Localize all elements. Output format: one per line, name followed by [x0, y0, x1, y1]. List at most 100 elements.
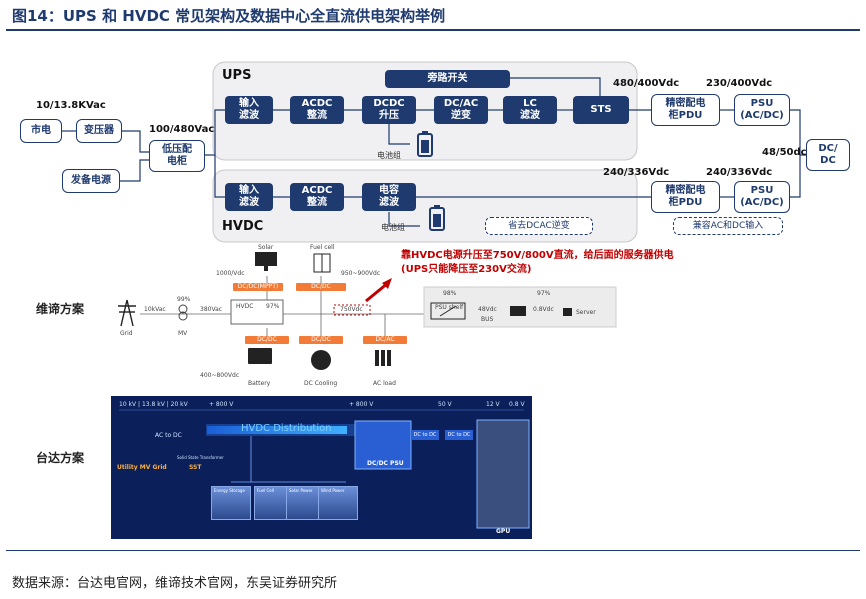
transformer-icon: [178, 304, 188, 321]
vertiv-section-label: 维谛方案: [36, 302, 85, 316]
v-bus: BUS: [481, 316, 494, 323]
dcdc-voltage: 48/50dc: [762, 147, 807, 158]
flow-lines: [62, 77, 806, 227]
v-eff97: 97%: [266, 303, 280, 310]
v-380: 380Vac: [200, 306, 223, 313]
ups-title: UPS: [222, 68, 252, 83]
d-dcdc-1: DC to DC: [411, 430, 439, 440]
title-rule: [6, 29, 860, 31]
hvdc-voltage-out: 240/336Vdc: [603, 167, 670, 178]
figure-source: 数据来源：台达电官网，维谛技术官网，东吴证券研究所: [12, 576, 338, 591]
ups-psu-box: PSU (AC/DC): [734, 94, 790, 126]
v-dcdc-b: DC/DC: [245, 336, 289, 344]
ac-load-icon: [375, 350, 391, 366]
hvdc-stage-2: ACDC 整流: [290, 183, 344, 211]
compat-note: 兼容AC和DC输入: [673, 217, 783, 235]
v-mv: MV: [178, 330, 188, 337]
d-thumb4-lbl: Wind Power: [321, 488, 345, 493]
d-top-v2: + 800 V: [209, 401, 234, 408]
ups-panel: [212, 61, 638, 161]
ups-stage-4: DC/AC 逆变: [434, 96, 488, 124]
hvdc-pdu-box: 精密配电 柜PDU: [651, 181, 720, 213]
d-thumb-storage: [211, 486, 251, 520]
solar-icon: [255, 252, 277, 271]
source-rule: [6, 550, 860, 551]
bypass-box: 旁路开关: [385, 70, 510, 88]
v-750: 750Vdc: [340, 306, 363, 313]
v-48: 48Vdc: [478, 306, 497, 313]
v-eff98: 98%: [443, 290, 457, 297]
fuel-cell-icon: [313, 253, 331, 273]
d-dcdc-2: DC to DC: [445, 430, 473, 440]
hvdc-box-vertiv: [230, 299, 284, 325]
d-gpu: GPU: [496, 528, 511, 535]
d-thumb-wind: [318, 486, 358, 520]
lv-cabinet-box: 低压配 电柜: [149, 140, 205, 172]
d-psu: DC/DC PSU: [367, 460, 404, 467]
battery-icon-ups: [417, 131, 433, 157]
ups-voltage-psu: 230/400Vdc: [706, 78, 773, 89]
v-dcdc-mppt: DC/DC(MPPT): [233, 283, 283, 291]
backup-box: 发备电源: [62, 169, 120, 193]
hvdc-stage-3: 电容 滤波: [362, 183, 416, 211]
delta-diagram: 10 kV | 13.8 kV | 20 kV + 800 V + 800 V …: [111, 396, 532, 539]
psu-shelf-icon: [430, 302, 466, 320]
voltage-mv-label: 10/13.8KVac: [36, 100, 106, 111]
v-dcdc-c: DC/DC: [299, 336, 343, 344]
ups-battery-label: 电池组: [377, 151, 401, 160]
d-hvdc-dist: HVDC Distribution: [241, 423, 332, 434]
d-sst: SST: [189, 464, 202, 471]
hvdc-voltage-psu: 240/336Vdc: [706, 167, 773, 178]
v-hvdc: HVDC: [236, 303, 254, 310]
v-grid: Grid: [120, 330, 133, 337]
delta-section-label: 台达方案: [36, 451, 85, 465]
v-400: 400~800Vdc: [200, 372, 240, 379]
hvdc-stage-1: 输入 滤波: [225, 183, 273, 211]
battery-icon-hvdc: [429, 205, 445, 231]
v-psu-shelf: PSU shelf: [435, 304, 464, 311]
d-thumb2-lbl: Fuel Cell: [257, 488, 274, 493]
d-thumb3-lbl: Solar Power: [289, 488, 313, 493]
transformer-box: 变压器: [76, 119, 122, 143]
v-10k: 10kVac: [144, 306, 166, 313]
ups-stage-1: 输入 滤波: [225, 96, 273, 124]
v-dcac: DC/AC: [363, 336, 407, 344]
vertiv-note: 靠HVDC电源升压至750V/800V直流，给后面的服务器供电 (UPS只能降压…: [401, 250, 674, 275]
d-top-v4: 50 V: [438, 401, 452, 408]
v-server: Server: [576, 309, 596, 316]
v-eff97b: 97%: [537, 290, 551, 297]
battery-icon-vertiv: [248, 348, 272, 364]
d-ac-to-dc: AC to DC: [155, 432, 182, 439]
ups-stage-2: ACDC 整流: [290, 96, 344, 124]
v-08: 0.8Vdc: [533, 306, 554, 313]
red-arrow: [365, 281, 389, 303]
d-top-v1: 10 kV | 13.8 kV | 20 kV: [119, 401, 188, 408]
v-950: 950~900Vdc: [341, 270, 381, 277]
ups-pdu-box: 精密配电 柜PDU: [651, 94, 720, 126]
v-ac-load: AC load: [373, 380, 396, 387]
ups-stage-5: LC 滤波: [503, 96, 557, 124]
d-top-v6: 0.8 V: [509, 401, 525, 408]
v-1000: 1000/Vdc: [216, 270, 245, 277]
d-top-v5: 12 V: [486, 401, 500, 408]
figure-title: 图14：UPS 和 HVDC 常见架构及数据中心全直流供电架构举例: [12, 7, 446, 25]
dcdc-box: DC/ DC: [806, 139, 850, 171]
hvdc-title: HVDC: [222, 219, 264, 234]
hvdc-psu-box: PSU (AC/DC): [734, 181, 790, 213]
v-battery: Battery: [248, 380, 271, 387]
v-eff99: 99%: [177, 296, 191, 303]
no-inverter-note: 省去DCAC逆变: [485, 217, 593, 235]
ups-stage-sts: STS: [573, 96, 629, 124]
v-dc-cooling: DC Cooling: [304, 380, 338, 387]
d-grid: Utility MV Grid: [117, 464, 167, 471]
tower-icon: [118, 299, 136, 327]
fan-icon: [311, 350, 331, 370]
hvdc-battery-label: 电池组: [381, 223, 405, 232]
v-fuel-cell: Fuel cell: [310, 244, 335, 251]
ups-stage-3: DCDC 升压: [362, 96, 416, 124]
d-thumb1-lbl: Energy Storage: [214, 488, 245, 493]
voltage-lv-label: 100/480Vac: [149, 124, 215, 135]
v750-highlight: [333, 304, 371, 316]
grid-box: 市电: [20, 119, 62, 143]
v-solar: Solar: [258, 244, 274, 251]
